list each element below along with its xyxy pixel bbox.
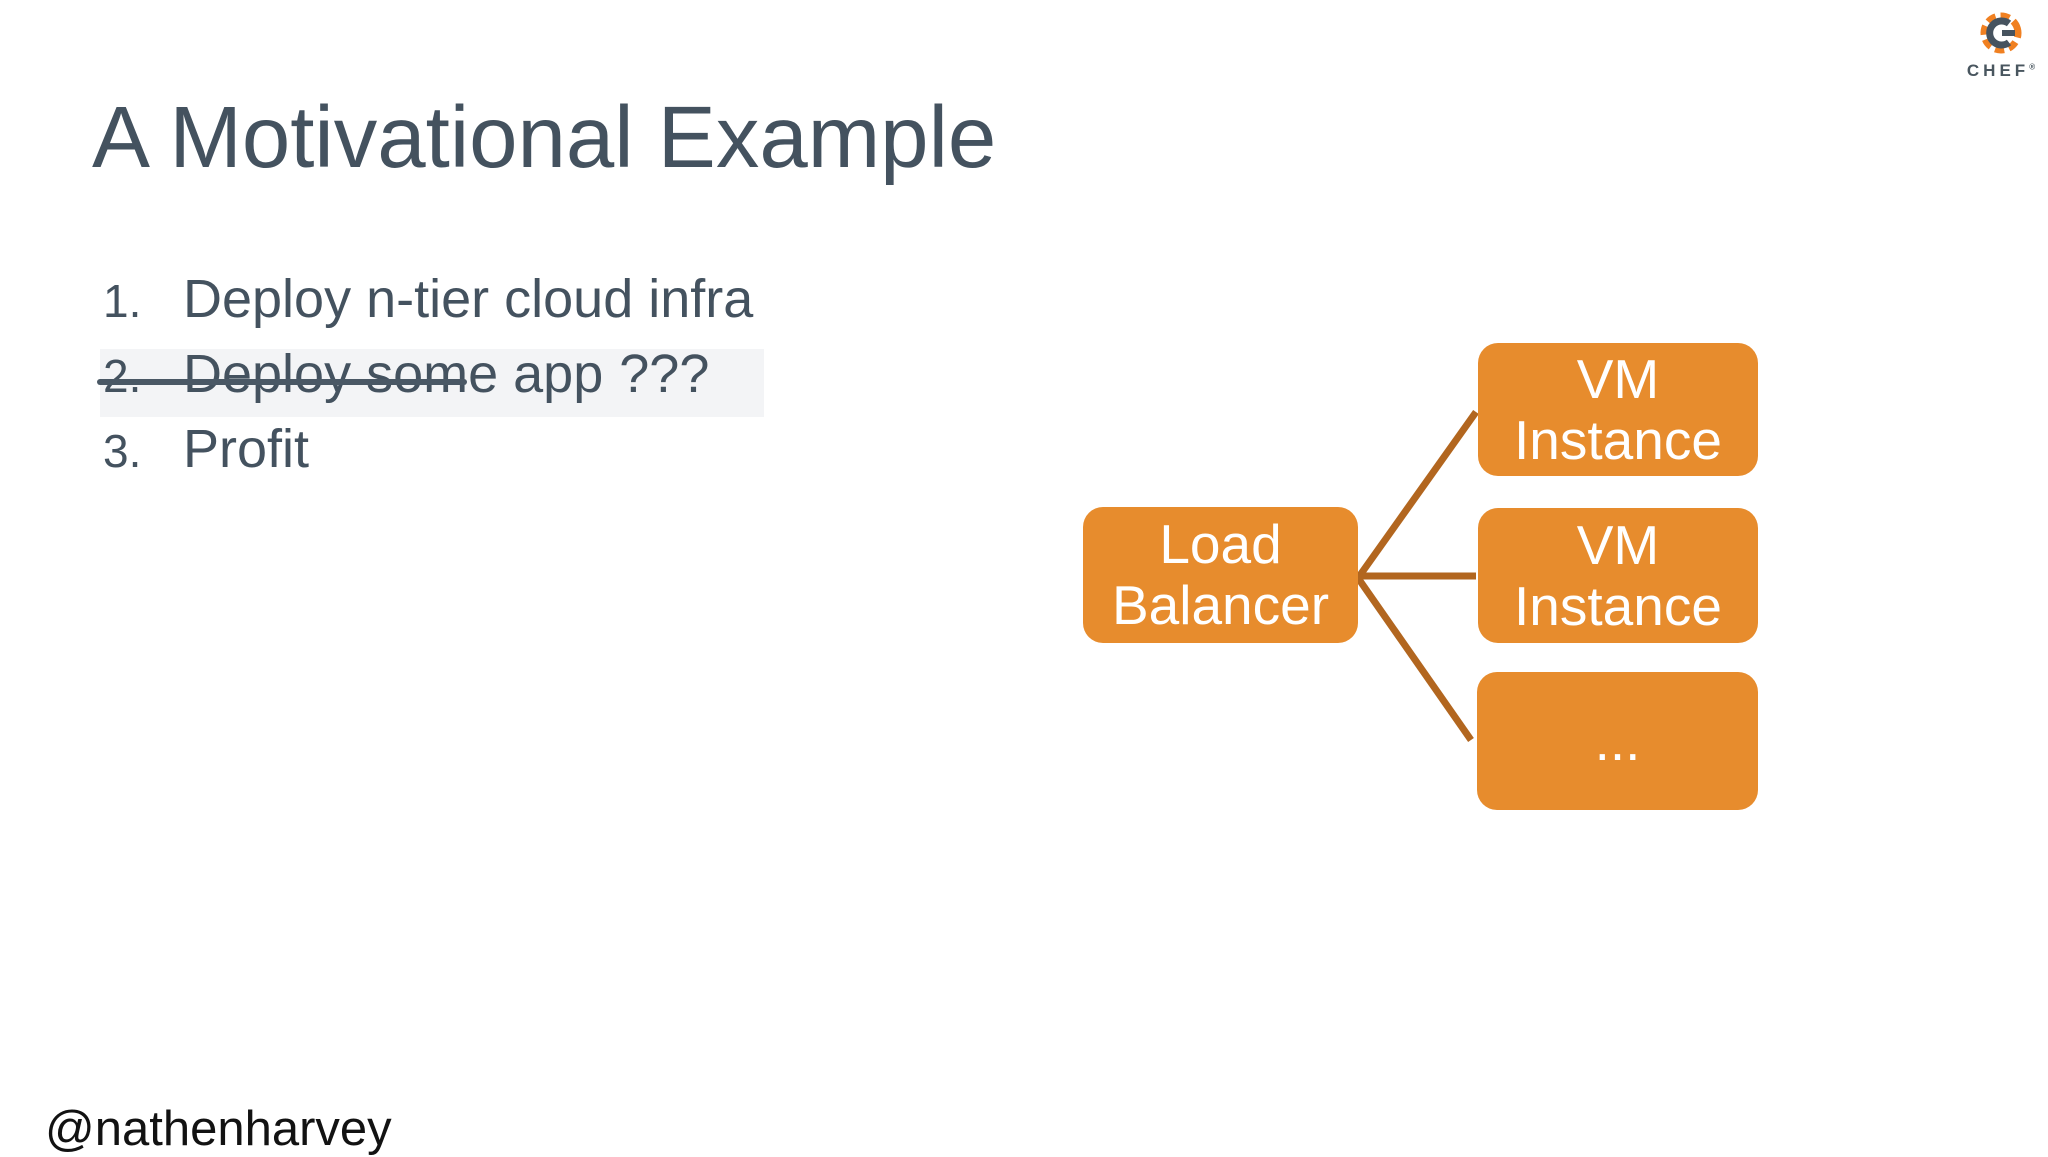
more-instances-label: ... xyxy=(1594,709,1641,772)
chef-brand-text: CHEF xyxy=(1966,61,2030,80)
chef-logo-wordmark: CHEF® xyxy=(1967,61,2035,81)
numbered-list: 1. Deploy n-tier cloud infra 2. Deploy som… xyxy=(103,262,753,487)
vm-instance-node-2: VM Instance xyxy=(1478,508,1758,643)
load-balancer-label-line2: Balancer xyxy=(1111,574,1330,636)
list-item-3: 3. Profit xyxy=(103,412,753,487)
strikethrough-line xyxy=(97,379,467,385)
slide-title: A Motivational Example xyxy=(92,89,997,186)
list-item-1-text: Deploy n-tier cloud infra xyxy=(183,269,754,329)
vm2-label-line1: VM xyxy=(1576,513,1660,576)
chef-logo-icon xyxy=(1980,12,2022,54)
list-item-2-suffix: ??? xyxy=(619,344,710,404)
diagram-connector-lines xyxy=(1355,409,1479,743)
chef-logo: CHEF® xyxy=(1960,10,2042,81)
twitter-handle: @nathenharvey xyxy=(45,1102,392,1156)
list-item-3-text: Profit xyxy=(183,419,310,479)
load-balancer-node: Load Balancer xyxy=(1083,507,1358,643)
list-item-2-number: 2. xyxy=(103,350,142,402)
list-item-2: 2. Deploy some app??? xyxy=(103,337,753,412)
registered-trademark-mark: ® xyxy=(2029,62,2036,72)
list-item-2-struck-text: Deploy some app xyxy=(183,344,604,404)
vm1-label-line2: Instance xyxy=(1514,408,1722,471)
vm1-label-line1: VM xyxy=(1576,347,1660,410)
vm-instance-node-1: VM Instance xyxy=(1478,343,1758,476)
list-item-3-number: 3. xyxy=(103,425,142,477)
list-item-1: 1. Deploy n-tier cloud infra xyxy=(103,262,753,337)
load-balancer-label-line1: Load xyxy=(1159,513,1282,575)
list-item-1-number: 1. xyxy=(103,275,142,327)
vm2-label-line2: Instance xyxy=(1514,574,1722,637)
more-instances-node: ... xyxy=(1477,672,1758,810)
